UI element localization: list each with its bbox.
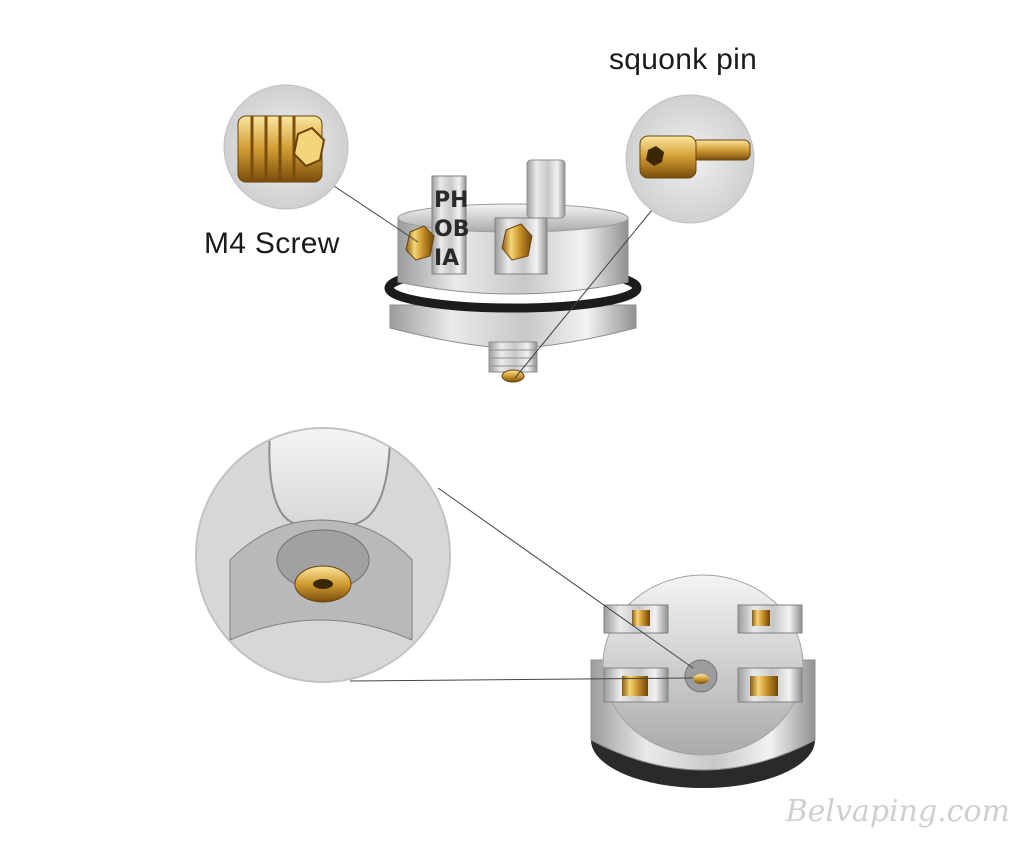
watermark-text: Belvaping.com xyxy=(785,794,1010,829)
deck-top-view xyxy=(590,574,816,788)
logo-letters-1: PH xyxy=(434,188,469,213)
squonk-hole-callout xyxy=(195,427,694,683)
m4-screw-label: M4 Screw xyxy=(204,227,340,260)
screw-icon xyxy=(237,115,326,183)
logo-letters-3: IA xyxy=(434,246,459,271)
squonk-pin-label: squonk pin xyxy=(609,43,758,76)
logo-letters-2: OB xyxy=(434,217,469,242)
squonk-pin-icon xyxy=(639,135,751,179)
deck-side-view: PH OB IA xyxy=(384,159,642,383)
pin-callout xyxy=(514,94,755,379)
screw-callout xyxy=(223,84,419,243)
